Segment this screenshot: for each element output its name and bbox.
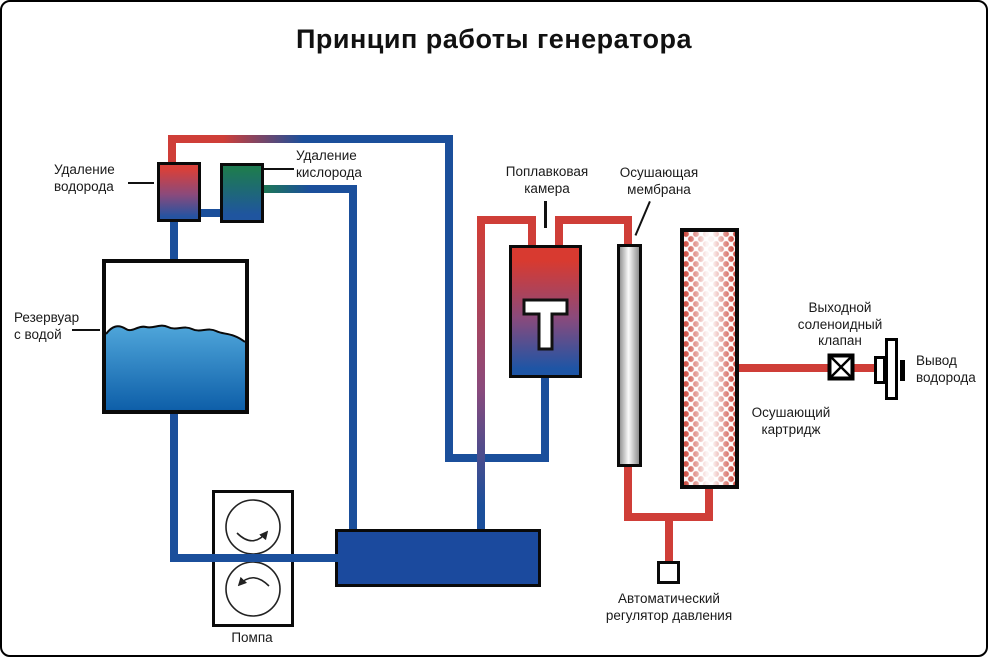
pipe-chamber-right-elbow	[555, 216, 632, 224]
electrolyzer-block	[335, 529, 541, 587]
water-reservoir	[102, 259, 249, 414]
solenoid-valve-icon	[827, 353, 855, 381]
pipe-return-vertical	[445, 135, 453, 462]
pipe-h2cell-top	[168, 135, 176, 165]
label-hydrogen-outlet: Вывод водорода	[916, 353, 976, 385]
pipe-h2cell-to-reservoir	[170, 220, 178, 262]
outlet-port-flange	[874, 356, 886, 384]
pointer-hydrogen-removal	[128, 182, 154, 184]
outlet-port-body	[885, 338, 898, 400]
pipe-top-horizontal	[168, 135, 453, 143]
pointer-oxygen-removal	[264, 168, 294, 170]
label-pressure-regulator: Автоматический регулятор давления	[605, 591, 733, 623]
pipe-membrane-top	[624, 216, 632, 247]
float-t-icon	[522, 298, 569, 351]
pipe-chamber-drain	[541, 374, 549, 462]
label-float-chamber: Поплавковая камера	[505, 164, 589, 196]
pipe-chamber-right-entry	[555, 216, 563, 248]
drying-membrane	[617, 244, 642, 467]
oxygen-removal-cell	[220, 163, 264, 223]
pipe-o2cell-out	[257, 185, 357, 193]
label-drying-cartridge: Осушающий картридж	[751, 405, 831, 437]
diagram-title: Принцип работы генератора	[295, 24, 693, 54]
pump-rollers-icon	[225, 499, 281, 617]
pointer-float-chamber	[544, 201, 547, 228]
pointer-water-reservoir	[72, 329, 100, 331]
pipe-membrane-bottom	[624, 462, 632, 521]
label-pump: Помпа	[231, 630, 273, 645]
pipe-pump-horizontal	[170, 554, 340, 562]
pipe-chamber-left-elbow	[477, 216, 536, 224]
label-oxygen-removal: Удаление кислорода	[296, 148, 362, 180]
pipe-reservoir-down	[170, 410, 178, 560]
label-water-reservoir: Резервуар с водой	[14, 310, 80, 342]
pointer-drying-membrane	[634, 201, 651, 236]
water-surface	[106, 324, 245, 410]
float-chamber	[509, 245, 582, 378]
pipe-chamber-left-entry	[528, 216, 536, 248]
label-drying-membrane: Осушающая мембрана	[619, 165, 699, 197]
pipe-loop-horizontal	[445, 454, 549, 462]
pipe-cartridge-bottom	[705, 485, 713, 521]
pipe-cartridge-to-valve	[735, 364, 878, 372]
pipe-o2cell-down	[349, 185, 357, 531]
drying-cartridge	[680, 228, 739, 489]
outlet-port-tip	[900, 360, 905, 381]
pipe-cell-connector	[195, 209, 227, 217]
label-hydrogen-removal: Удаление водорода	[54, 162, 115, 194]
pressure-regulator	[657, 561, 680, 584]
pipe-chamber-to-block	[477, 216, 485, 531]
pipe-regulator-drop	[665, 513, 673, 564]
label-solenoid-valve: Выходной соленоидный клапан	[797, 300, 883, 348]
hydrogen-removal-cell	[157, 162, 201, 222]
